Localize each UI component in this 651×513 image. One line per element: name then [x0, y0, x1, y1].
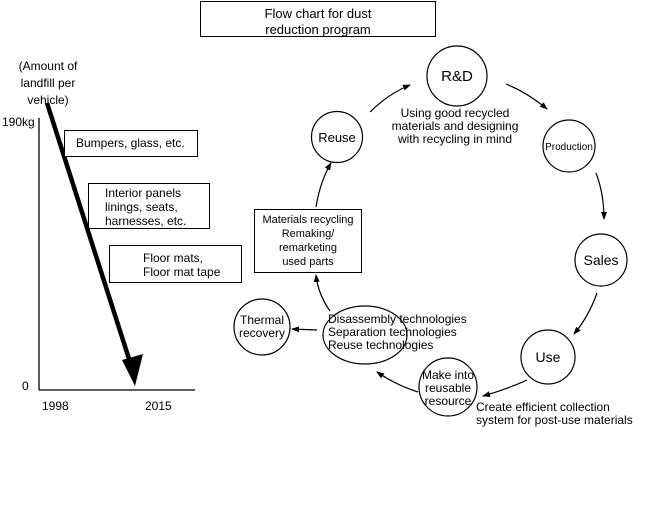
title-box: Flow chart for dust reduction program	[200, 1, 436, 37]
title-line-2: reduction program	[265, 22, 371, 37]
arrow-technologies-to-materials	[313, 274, 331, 312]
box-line: Bumpers, glass, etc.	[76, 136, 185, 150]
y-axis-label-line: (Amount of	[18, 59, 78, 73]
y-max-label: 190kg	[2, 115, 35, 129]
make-into-line: resource	[424, 394, 472, 408]
box-line: Floor mat tape	[143, 265, 221, 279]
arrow-production-to-sales	[595, 172, 607, 220]
materials-line: used parts	[282, 256, 334, 268]
rd-note-line: Using good recycled	[400, 106, 510, 120]
sales-circle	[574, 233, 628, 287]
make-into-line: Make into	[421, 368, 475, 382]
technologies-line: Disassembly technologies	[328, 312, 467, 326]
thermal-line: recovery	[238, 326, 285, 340]
x-start-label: 1998	[42, 399, 69, 413]
collection-note: Create efficient collection system for p…	[476, 401, 633, 427]
box-line: Floor mats,	[143, 251, 204, 265]
floor-mats-box: Floor mats, Floor mat tape	[109, 245, 242, 283]
rd-circle	[426, 45, 488, 107]
box-line: harnesses, etc.	[105, 214, 187, 228]
materials-line: remarketing	[278, 242, 338, 254]
title-line-1: Flow chart for dust	[264, 6, 372, 21]
thermal-node: Thermal recovery	[234, 314, 290, 340]
sales-label: Sales	[583, 252, 619, 268]
arrow-use-to-make	[482, 379, 528, 398]
production-node: Production	[539, 134, 599, 160]
reuse-circle	[310, 110, 364, 164]
arrow-technologies-to-thermal	[291, 326, 318, 333]
thermal-circle	[233, 298, 291, 356]
rd-note-line: materials and designing	[391, 119, 519, 133]
collection-note-line: Create efficient collection	[476, 400, 610, 414]
materials-line: Materials recycling	[262, 214, 354, 226]
production-circle	[542, 119, 596, 173]
production-label: Production	[545, 141, 593, 153]
make-into-circle	[418, 357, 478, 417]
box-line: Interior panels	[105, 186, 182, 200]
materials-line: Remaking/	[281, 228, 335, 240]
materials-box: Materials recycling Remaking/ remarketin…	[254, 209, 362, 273]
use-label: Use	[535, 349, 561, 365]
arrow-rd-to-production	[505, 83, 548, 110]
reuse-label: Reuse	[318, 129, 356, 145]
use-node: Use	[521, 344, 575, 370]
trend-arrow	[44, 102, 133, 363]
y-axis-label-line: landfill per	[20, 76, 76, 90]
make-into-line: reusable	[424, 381, 472, 395]
y-axis-label-line: vehicle)	[27, 93, 69, 107]
technologies-node: Disassembly technologies Separation tech…	[328, 313, 467, 352]
arrow-materials-to-reuse	[315, 162, 332, 208]
rd-note: Using good recycled materials and design…	[385, 107, 525, 146]
interior-box: Interior panels linings, seats, harnesse…	[88, 183, 210, 229]
trend-arrowhead	[122, 354, 143, 386]
arrow-make-to-technologies	[376, 371, 419, 393]
rd-node: R&D	[427, 46, 487, 106]
arrow-reuse-to-rd	[369, 84, 411, 113]
technologies-ellipse	[322, 305, 408, 365]
make-into-node: Make into reusable resource	[414, 369, 482, 408]
bumpers-box: Bumpers, glass, etc.	[64, 130, 198, 157]
y-axis-label: (Amount of landfill per vehicle)	[8, 58, 88, 109]
arrow-sales-to-use	[573, 292, 598, 335]
technologies-line: Reuse technologies	[328, 338, 434, 352]
box-line: linings, seats,	[105, 200, 178, 214]
thermal-line: Thermal	[239, 313, 284, 327]
y-min-label: 0	[22, 379, 29, 393]
rd-label: R&D	[441, 67, 473, 85]
use-circle	[520, 329, 576, 385]
rd-note-line: with recycling in mind	[397, 132, 513, 146]
reuse-node: Reuse	[312, 124, 362, 150]
x-end-label: 2015	[145, 399, 172, 413]
collection-note-line: system for post-use materials	[476, 413, 633, 427]
technologies-line: Separation technologies	[328, 325, 457, 339]
sales-node: Sales	[575, 247, 627, 273]
